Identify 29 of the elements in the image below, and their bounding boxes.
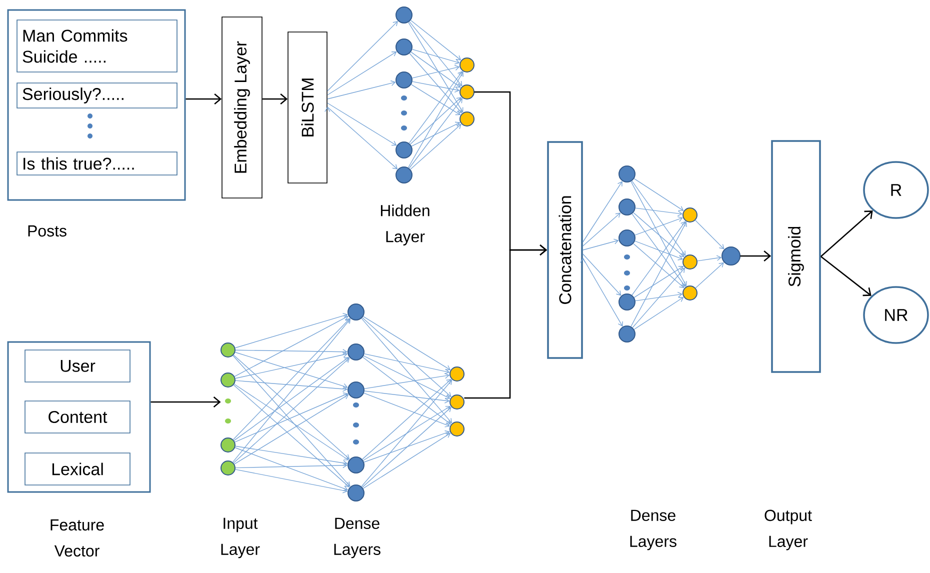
arrow — [186, 94, 222, 104]
layer-caption: Dense Layers — [334, 518, 380, 558]
arrow — [820, 256, 872, 296]
arrow — [464, 244, 548, 399]
layer-box: Embedding Layer — [222, 16, 262, 198]
post-box: Seriously?..... — [16, 82, 178, 108]
arrow — [150, 396, 221, 408]
arrow — [820, 210, 873, 257]
layer-caption: Input Layer — [221, 518, 260, 558]
arrow — [580, 181, 623, 327]
layer-caption: Feature Vector — [50, 519, 104, 557]
layer-caption: Dense Layers — [630, 510, 676, 550]
layer-box: Sigmoid — [771, 140, 821, 373]
layer-caption: Output Layer — [764, 510, 812, 550]
post-box: Man Commits Suicide ..... — [16, 20, 178, 72]
layer-box: Concatenation — [547, 141, 583, 359]
feature-box: Lexical — [24, 452, 130, 486]
layer-caption: Hidden Layer — [380, 204, 430, 246]
feature-box: User — [24, 350, 130, 382]
arrow — [262, 94, 288, 104]
arrow — [324, 20, 398, 170]
post-box: Is this true?..... — [16, 152, 178, 176]
neural-network-drawing — [220, 304, 464, 502]
neural-network-drawing — [618, 166, 740, 342]
arrow — [740, 250, 772, 262]
layer-caption: Posts — [28, 225, 66, 237]
feature-box: Content — [24, 400, 130, 434]
neural-network-drawing — [396, 6, 474, 184]
layer-box: BiLSTM — [288, 32, 328, 184]
